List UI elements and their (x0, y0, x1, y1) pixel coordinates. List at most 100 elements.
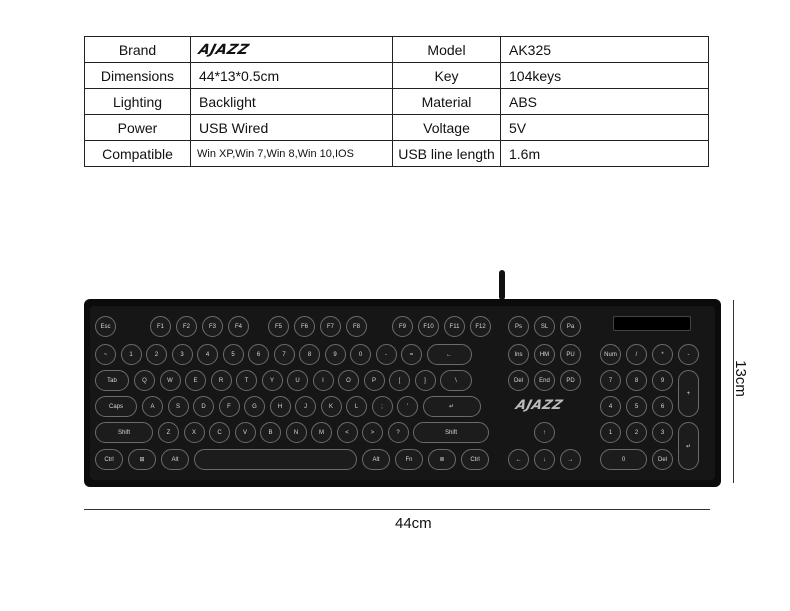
keycap[interactable] (194, 449, 357, 470)
keycap[interactable]: Ctrl (95, 449, 123, 470)
keycap[interactable]: G (244, 396, 265, 417)
keycap[interactable]: F4 (228, 316, 249, 337)
keycap[interactable]: T (236, 370, 257, 391)
keycap[interactable]: Del (508, 370, 529, 391)
keycap[interactable]: 9 (324, 344, 346, 365)
keycap[interactable]: D (193, 396, 214, 417)
keycap[interactable]: ← (508, 449, 529, 470)
keycap[interactable]: Alt (362, 449, 390, 470)
keycap[interactable]: F1 (150, 316, 171, 337)
keycap[interactable]: HM (534, 344, 555, 365)
keycap[interactable]: F12 (470, 316, 491, 337)
keycap[interactable]: W (159, 370, 181, 391)
keycap[interactable]: 6 (248, 344, 269, 365)
keycap[interactable]: 4 (197, 344, 218, 365)
keycap[interactable]: \ (440, 370, 472, 391)
keycap[interactable]: Num (600, 344, 621, 365)
keycap[interactable]: E (185, 370, 206, 391)
keycap[interactable]: F3 (202, 316, 223, 337)
keycap[interactable]: * (652, 344, 673, 365)
keycap[interactable]: Z (158, 422, 179, 443)
keycap[interactable]: N (285, 422, 307, 443)
keycap[interactable]: Ctrl (461, 449, 489, 470)
keycap[interactable]: F7 (320, 316, 341, 337)
keycap[interactable]: 5 (222, 344, 244, 365)
keycap[interactable]: C (209, 422, 230, 443)
keycap[interactable]: B (260, 422, 281, 443)
keycap[interactable]: ← (426, 344, 472, 365)
keycap[interactable]: Q (134, 370, 155, 391)
keycap[interactable]: - (375, 344, 397, 365)
keycap[interactable]: [ (389, 370, 410, 391)
keycap[interactable]: F10 (418, 316, 439, 337)
keycap[interactable]: = (401, 344, 422, 365)
keycap[interactable]: P (363, 370, 385, 391)
keycap[interactable]: Shift (413, 422, 489, 443)
keycap[interactable]: SL (534, 316, 555, 337)
keycap[interactable]: 6 (652, 396, 673, 417)
keycap[interactable]: ' (397, 396, 418, 417)
keycap[interactable]: Ps (508, 316, 529, 337)
keycap[interactable]: ↵ (678, 422, 699, 470)
keycap[interactable]: End (534, 370, 555, 391)
keycap[interactable]: 7 (600, 370, 621, 391)
keycap[interactable]: 1 (600, 422, 621, 443)
keycap[interactable]: F11 (444, 316, 465, 337)
keycap[interactable]: 3 (652, 422, 673, 443)
keycap[interactable]: ] (414, 370, 436, 391)
keycap[interactable]: Y (261, 370, 283, 391)
keycap[interactable]: M (311, 422, 332, 443)
keycap[interactable]: S (167, 396, 189, 417)
keycap[interactable]: 5 (626, 396, 647, 417)
keycap[interactable]: Esc (95, 316, 116, 337)
keycap[interactable]: > (362, 422, 383, 443)
keycap[interactable]: ~ (95, 344, 116, 365)
keycap[interactable]: F9 (392, 316, 413, 337)
keycap[interactable]: F2 (176, 316, 197, 337)
keycap[interactable]: H (269, 396, 291, 417)
keycap[interactable]: R (210, 370, 232, 391)
keycap[interactable]: / (626, 344, 647, 365)
keycap[interactable]: A (142, 396, 163, 417)
keycap[interactable]: ↵ (422, 396, 481, 417)
keycap[interactable]: ↑ (534, 422, 555, 443)
keycap[interactable]: X (183, 422, 205, 443)
keycap[interactable]: ; (371, 396, 393, 417)
keycap[interactable]: O (338, 370, 359, 391)
keycap[interactable]: 0 (600, 449, 647, 470)
keycap[interactable]: Pa (560, 316, 581, 337)
keycap[interactable]: L (346, 396, 367, 417)
keycap[interactable]: Alt (161, 449, 189, 470)
keycap[interactable]: Del (652, 449, 673, 470)
keycap[interactable]: Tab (95, 370, 129, 391)
keycap[interactable]: 0 (350, 344, 371, 365)
keycap[interactable]: I (312, 370, 334, 391)
keycap[interactable]: J (295, 396, 316, 417)
keycap[interactable]: Fn (395, 449, 423, 470)
keycap[interactable]: PU (560, 344, 581, 365)
keycap[interactable]: 3 (171, 344, 193, 365)
keycap[interactable]: Caps (95, 396, 137, 417)
keycap[interactable]: 2 (146, 344, 167, 365)
keycap[interactable]: V (234, 422, 256, 443)
keycap[interactable]: ↓ (534, 449, 555, 470)
keycap[interactable]: ? (387, 422, 409, 443)
keycap[interactable]: F5 (268, 316, 289, 337)
keycap[interactable]: → (560, 449, 581, 470)
keycap[interactable]: PD (560, 370, 581, 391)
keycap[interactable]: Shift (95, 422, 153, 443)
keycap[interactable]: 8 (626, 370, 647, 391)
keycap[interactable]: ⊞ (128, 449, 156, 470)
keycap[interactable]: F8 (346, 316, 367, 337)
keycap[interactable]: 9 (652, 370, 673, 391)
keycap[interactable]: ≣ (428, 449, 456, 470)
keycap[interactable]: 7 (273, 344, 295, 365)
keycap[interactable]: K (320, 396, 342, 417)
keycap[interactable]: F6 (294, 316, 315, 337)
keycap[interactable]: 1 (120, 344, 142, 365)
keycap[interactable]: 8 (299, 344, 320, 365)
keycap[interactable]: 2 (626, 422, 647, 443)
keycap[interactable]: < (336, 422, 358, 443)
keycap[interactable]: Ins (508, 344, 529, 365)
keycap[interactable]: - (678, 344, 699, 365)
